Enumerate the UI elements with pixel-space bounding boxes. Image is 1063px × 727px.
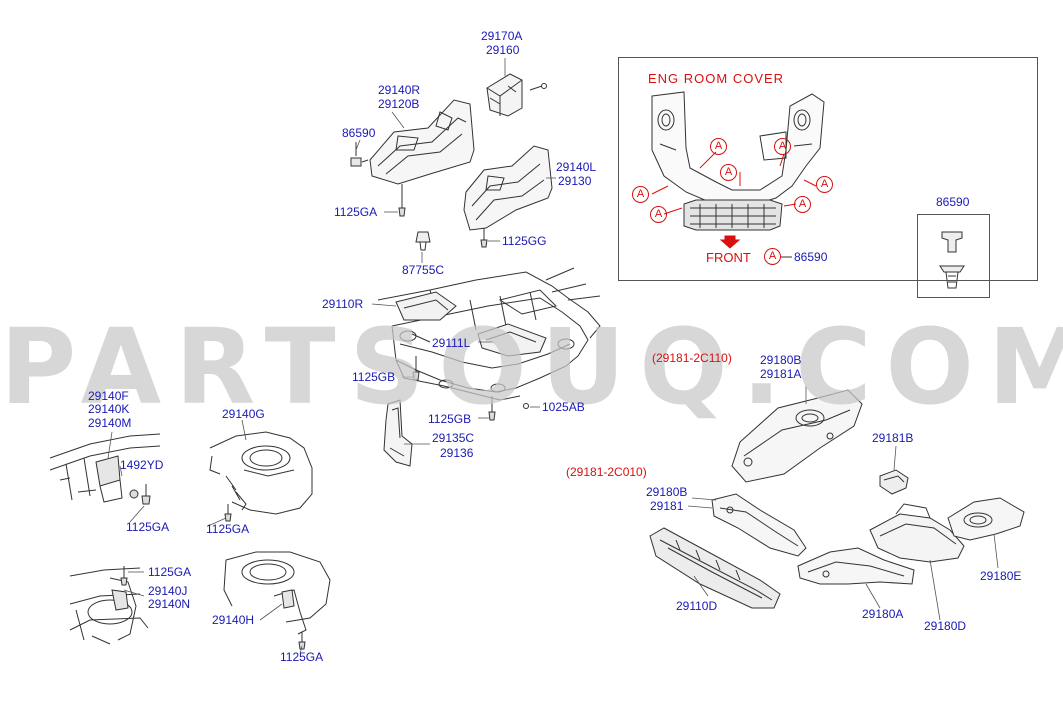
rivet-box-label: 86590 (936, 195, 970, 209)
part-label[interactable]: 29140G (222, 407, 265, 421)
part-label[interactable]: 29181A (760, 367, 802, 381)
part-label[interactable]: (29181-2C110) (652, 351, 732, 365)
cover-29180e (947, 497, 1025, 541)
arch-29140g (209, 431, 313, 522)
front-label: FRONT (706, 250, 751, 265)
part-label[interactable]: 29180B (760, 353, 802, 367)
part-label[interactable]: 86590 (342, 126, 376, 140)
part-label[interactable]: 29136 (440, 446, 474, 460)
part-label[interactable]: 29140N (148, 597, 191, 611)
part-label[interactable]: 1125GA (334, 205, 378, 219)
leader-lines (107, 58, 999, 655)
part-label[interactable]: 29140H (212, 613, 255, 627)
part-label[interactable]: 29160 (486, 43, 520, 57)
part-label[interactable]: 29180B (646, 485, 688, 499)
side-cover-29140r (369, 99, 475, 217)
part-label[interactable]: 29180E (980, 569, 1022, 583)
watermark: PARTSOUQ.COM (0, 306, 1063, 428)
marker-a: A (720, 164, 737, 181)
rivet-inset (917, 214, 990, 298)
part-label[interactable]: 1125GG (502, 234, 547, 248)
fastener-86590-top (350, 142, 369, 167)
mount-29140j (69, 566, 149, 645)
part-label[interactable]: 29181B (872, 431, 914, 445)
mount-29140h (223, 551, 331, 650)
part-label[interactable]: 29170A (481, 29, 523, 43)
part-label[interactable]: 29180A (862, 607, 904, 621)
clip-29181b (879, 469, 909, 495)
side-cover-29140l (463, 145, 553, 248)
part-label[interactable]: 29180D (924, 619, 967, 633)
part-label[interactable]: 29120B (378, 97, 420, 111)
inset-title: ENG ROOM COVER (648, 71, 785, 86)
part-label[interactable]: 29110D (676, 599, 718, 613)
marker-a: A (764, 248, 781, 265)
part-label[interactable]: 29181 (650, 499, 684, 513)
subframe-bolts (412, 356, 529, 421)
part-label[interactable]: 29130 (558, 174, 592, 188)
part-label[interactable]: 1125GA (206, 522, 250, 536)
part-label[interactable]: 29135C (432, 431, 475, 445)
bracket-29170a (486, 73, 547, 117)
part-label[interactable]: 29140K (88, 402, 130, 416)
eng-room-cover-inset (618, 57, 1038, 281)
part-label[interactable]: 1125GA (126, 520, 170, 534)
part-label[interactable]: 29111L (432, 336, 471, 350)
part-label[interactable]: 1125GB (352, 370, 396, 384)
cover-29180b-lower (711, 493, 807, 557)
part-label[interactable]: 29140F (88, 389, 129, 403)
part-label[interactable]: 1125GA (280, 650, 324, 664)
part-label[interactable]: 29140J (148, 584, 188, 598)
cover-29180a (797, 547, 915, 585)
inset-marker-part: 86590 (794, 250, 828, 264)
eng-room-cover-drawing (651, 91, 825, 258)
marker-a: A (794, 196, 811, 213)
marker-a: A (816, 176, 833, 193)
part-label[interactable]: 29140L (556, 160, 597, 174)
marker-a: A (774, 138, 791, 155)
part-label[interactable]: 87755C (402, 263, 445, 277)
part-label[interactable]: (29181-2C010) (566, 465, 647, 479)
marker-a: A (632, 186, 649, 203)
part-label[interactable]: 29110R (322, 297, 364, 311)
bracket-29135c (383, 399, 413, 467)
rivet-86590-drawing (939, 231, 965, 289)
cover-29180b-upper (731, 389, 863, 483)
marker-a: A (710, 138, 727, 155)
part-label[interactable]: 1025AB (542, 400, 585, 414)
part-label[interactable]: 29140M (88, 416, 132, 430)
part-label[interactable]: 1492YD (120, 458, 164, 472)
marker-a: A (650, 206, 667, 223)
plate-29110r (395, 291, 457, 321)
part-label[interactable]: 1125GB (428, 412, 472, 426)
part-label[interactable]: 29140R (378, 83, 421, 97)
bumper-cover-29110d (649, 527, 781, 609)
part-label[interactable]: 1125GA (148, 565, 192, 579)
plate-29111l (477, 323, 547, 357)
clip-87755c (415, 231, 431, 251)
cover-29180d (869, 503, 965, 563)
mount-29140f (49, 433, 161, 505)
